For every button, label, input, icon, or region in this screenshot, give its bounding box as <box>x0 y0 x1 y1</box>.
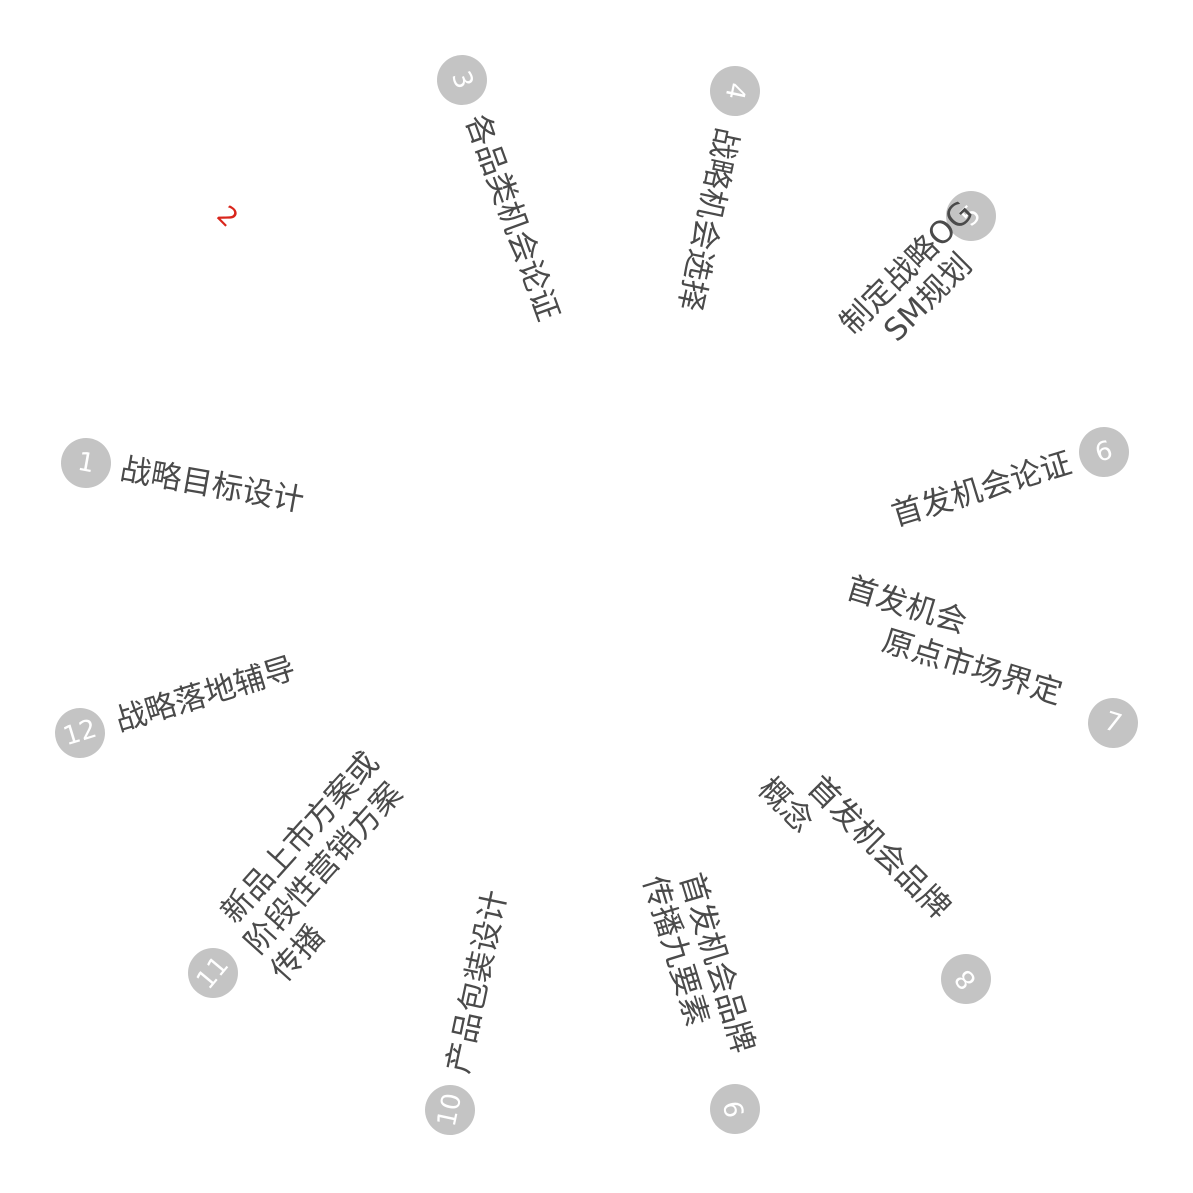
step-number-badge <box>710 66 760 116</box>
step-9: 9 首发机会品牌 传播九要素 <box>636 861 764 1134</box>
step-number-badge <box>437 55 487 105</box>
step-7: 7 首发机会 原点市场界定 <box>830 570 1138 748</box>
step-number-badge <box>1088 698 1138 748</box>
step-10: 10 产品包装设计 <box>425 887 514 1135</box>
step-number-badge <box>61 438 111 488</box>
step-number-badge <box>946 191 996 241</box>
step-1: 1 战略目标设计 <box>61 438 307 519</box>
step-11: 11 新品上市方案或 阶段性营销方案 传播 <box>188 738 450 998</box>
step-label: 战略落地辅导 <box>111 650 299 739</box>
step-number-badge <box>55 708 105 758</box>
step-label: 首发机会 原点市场界定 <box>830 570 1078 712</box>
step-number-badge <box>1079 427 1129 477</box>
step-6: 6 首发机会论证 <box>887 427 1129 534</box>
step-label: 产品包装设计 <box>440 887 514 1076</box>
step-5: 5 制定战略OG SM规划 <box>833 191 996 349</box>
step-4: 4 战略机会选择 <box>671 66 760 314</box>
step-number-badge <box>941 954 991 1004</box>
step-label: 首发机会品牌 传播九要素 <box>636 861 764 1077</box>
step-label: 战略目标设计 <box>117 451 306 519</box>
step-number: 10 <box>432 1091 468 1130</box>
step-8: 8 首发机会品牌 概念 <box>751 745 991 1004</box>
step-number: 1 <box>75 447 97 479</box>
step-label: 新品上市方案或 阶段性营销方案 传播 <box>208 738 450 989</box>
step-number-badge <box>425 1085 475 1135</box>
step-number: 4 <box>719 80 752 102</box>
orphan-step-number: 2 <box>211 201 244 234</box>
step-label: 首发机会论证 <box>887 445 1075 534</box>
step-number: 9 <box>719 1098 751 1120</box>
step-3: 3 各品类机会论证 <box>437 55 566 326</box>
step-number-badge <box>710 1084 760 1134</box>
step-12: 12 战略落地辅导 <box>55 650 299 758</box>
step-label: 首发机会品牌 概念 <box>751 745 964 958</box>
step-number-badge <box>188 948 238 998</box>
step-label: 战略机会选择 <box>671 124 745 313</box>
step-label: 各品类机会论证 <box>458 110 566 326</box>
